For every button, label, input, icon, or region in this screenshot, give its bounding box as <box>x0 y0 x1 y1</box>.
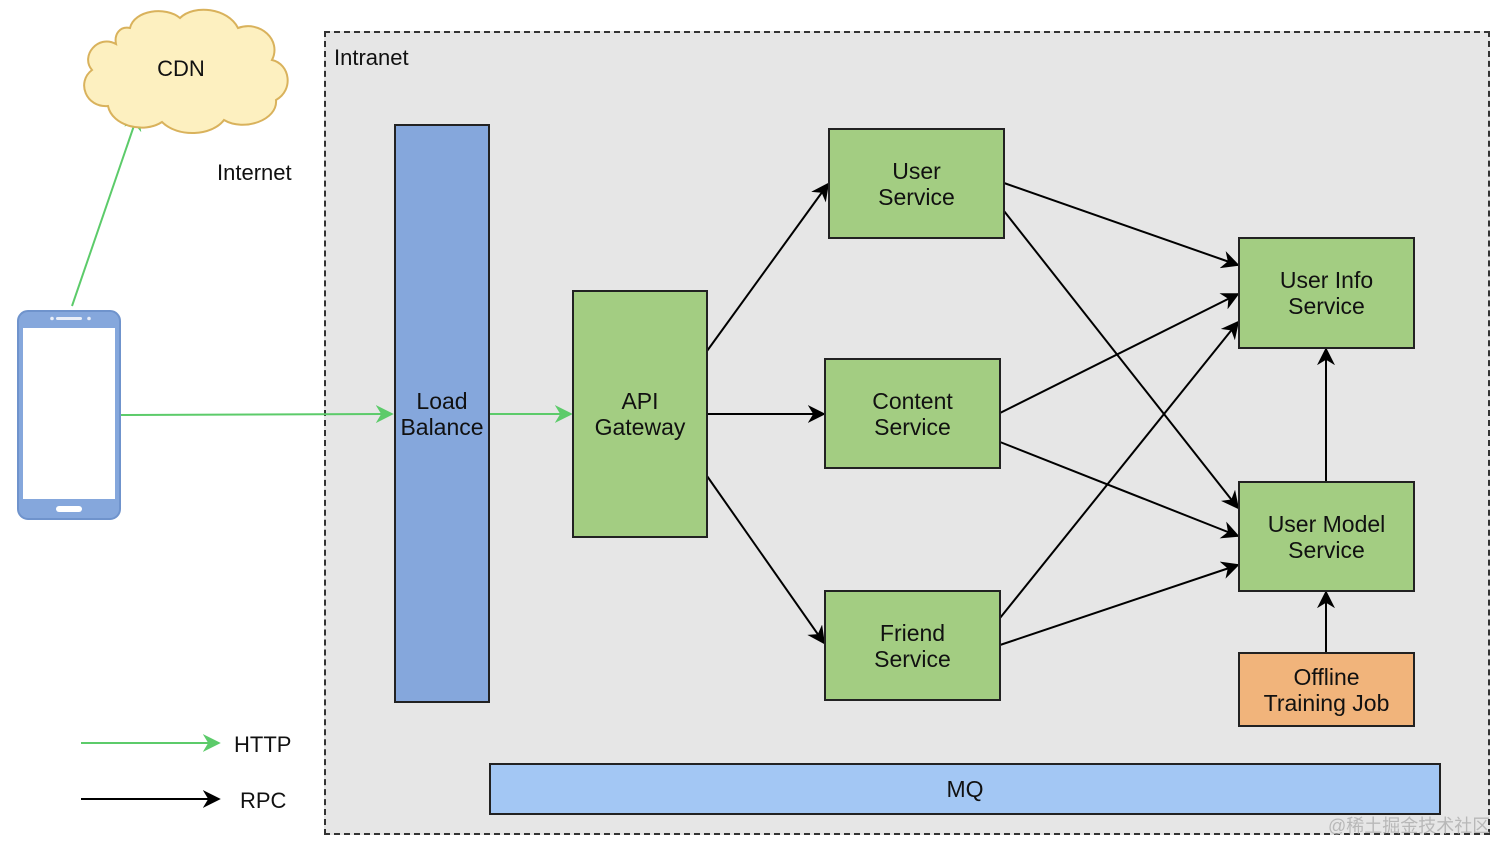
user-model-service-node[interactable]: User Model Service <box>1238 481 1415 592</box>
edge-content-usermodel <box>999 441 1240 539</box>
internet-label: Internet <box>217 160 292 185</box>
edge-gateway-friend-service <box>706 475 826 645</box>
user-info-service-node[interactable]: User Info Service <box>1238 237 1415 349</box>
cdn-label: CDN <box>157 56 205 81</box>
api-gateway-node[interactable]: API Gateway <box>572 290 708 538</box>
edge-phone-load-balance <box>119 405 394 424</box>
edge-friend-usermodel <box>999 561 1240 646</box>
edge-user-userinfo <box>1003 182 1240 269</box>
legend-rpc-label: RPC <box>240 788 287 813</box>
mobile-phone-icon <box>17 310 121 520</box>
cdn-cloud-icon <box>83 8 289 135</box>
friend-service-node[interactable]: Friend Service <box>824 590 1001 701</box>
load-balance-node[interactable]: Load Balance <box>394 124 490 703</box>
edge-friend-userinfo <box>999 320 1240 619</box>
content-service-node[interactable]: Content Service <box>824 358 1001 469</box>
user-service-node[interactable]: User Service <box>828 128 1005 239</box>
offline-training-job-node[interactable]: Offline Training Job <box>1238 652 1415 727</box>
intranet-label: Intranet <box>334 45 409 70</box>
mq-node[interactable]: MQ <box>489 763 1441 815</box>
edge-gateway-user-service <box>706 182 830 352</box>
legend-http-label: HTTP <box>234 732 292 757</box>
edge-content-userinfo <box>999 293 1240 414</box>
edge-phone-cdn <box>71 112 142 307</box>
watermark: @稀土掘金技术社区 <box>1328 816 1491 836</box>
edge-user-usermodel <box>1003 210 1240 510</box>
